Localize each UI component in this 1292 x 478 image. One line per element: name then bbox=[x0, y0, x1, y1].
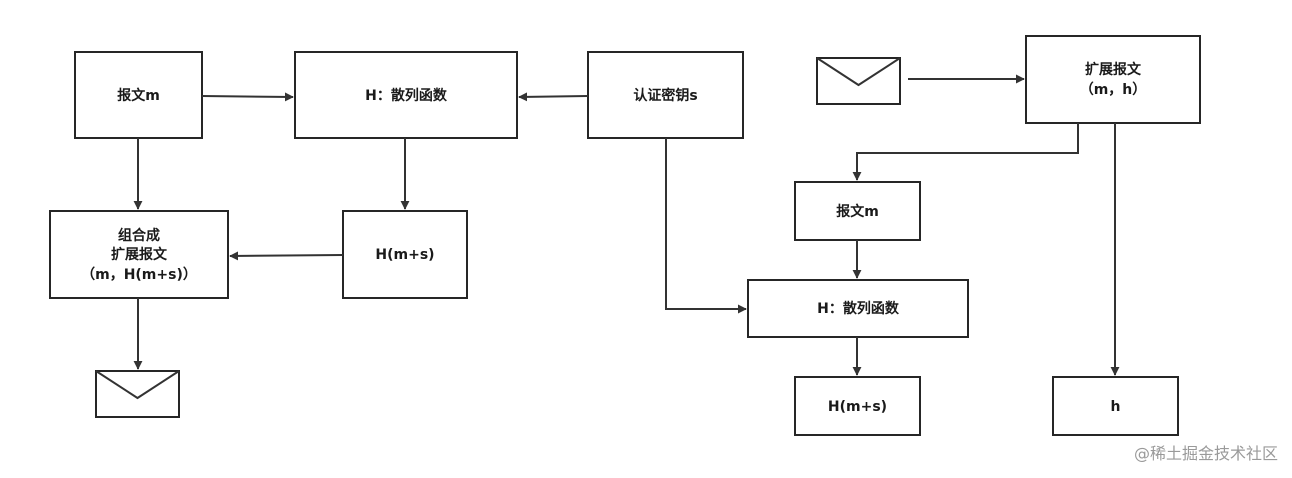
node-label: H：散列函数 bbox=[365, 87, 448, 104]
node-message-m-left: 报文m bbox=[74, 51, 203, 139]
node-label: H(m+s) bbox=[828, 399, 887, 415]
node-label: 认证密钥s bbox=[633, 87, 697, 104]
node-combine: 组合成 扩展报文 （m，H(m+s)） bbox=[49, 210, 229, 299]
arrow-hmac-to-combine bbox=[229, 251, 344, 261]
envelope-icon bbox=[95, 370, 180, 418]
node-message-m-right: 报文m bbox=[794, 181, 921, 241]
node-hmac-left: H(m+s) bbox=[342, 210, 468, 299]
node-label: 扩展报文 bbox=[1085, 61, 1142, 78]
node-auth-key: 认证密钥s bbox=[587, 51, 744, 139]
node-label: 组合成 bbox=[118, 227, 160, 244]
arrow-key-to-hash bbox=[518, 92, 589, 102]
node-label: H(m+s) bbox=[375, 247, 434, 263]
arrow-message-to-hash bbox=[201, 92, 294, 102]
arrow-key-to-hash-right bbox=[665, 138, 747, 314]
node-hash-right: H：散列函数 bbox=[747, 279, 969, 338]
node-extended-message: 扩展报文 （m，h） bbox=[1025, 35, 1201, 124]
node-label: 扩展报文 bbox=[111, 246, 168, 263]
node-label: （m，H(m+s)） bbox=[81, 267, 197, 283]
node-h: h bbox=[1052, 376, 1179, 436]
watermark: @稀土掘金技术社区 bbox=[1133, 444, 1278, 463]
arrow-extended-to-message bbox=[852, 123, 1079, 181]
envelope-icon bbox=[816, 57, 901, 105]
node-label: 报文m bbox=[117, 87, 160, 104]
node-hmac-right: H(m+s) bbox=[794, 376, 921, 436]
node-label: 报文m bbox=[836, 203, 879, 220]
node-label: H：散列函数 bbox=[817, 300, 900, 317]
node-label: h bbox=[1111, 399, 1121, 415]
node-hash-left: H：散列函数 bbox=[294, 51, 518, 139]
node-label: （m，h） bbox=[1080, 82, 1147, 98]
